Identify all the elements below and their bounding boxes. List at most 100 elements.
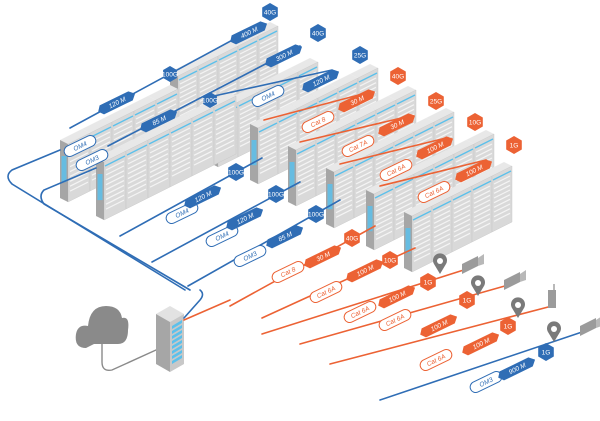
rack-top [210, 42, 238, 56]
rack-vent [473, 190, 491, 200]
rack-vent [375, 151, 393, 161]
rack-top [426, 150, 454, 164]
rack-vent [239, 119, 257, 129]
row-top-speed-hex: 25G [428, 92, 444, 110]
copper-trunk-4 [379, 159, 487, 187]
row-top-speed-hex: 1G [506, 136, 522, 154]
length-tag [265, 44, 303, 68]
rack-vent [219, 82, 237, 92]
rack-vent [259, 164, 277, 174]
rack-vent [297, 163, 315, 173]
speed-hexagon [506, 136, 522, 154]
rack-vent [135, 109, 155, 120]
rack-vent [127, 159, 147, 170]
switch-port [172, 320, 182, 329]
rack-vent [493, 194, 511, 204]
camera-icon [580, 317, 600, 336]
lock-glyph [551, 326, 557, 332]
rack-vent [279, 140, 297, 150]
rack-accent [214, 100, 236, 112]
copper-trunk-3 [339, 137, 447, 165]
edge-link-speed-hex: 1G [459, 291, 475, 309]
cloud-icon [75, 306, 129, 348]
rack-vent [91, 141, 111, 152]
rack-vent [259, 141, 277, 151]
rack-vent [413, 243, 431, 253]
rack-top [60, 129, 90, 144]
rack-vent [219, 64, 237, 74]
rack-vent [377, 114, 395, 124]
cloud-shape [75, 306, 129, 348]
cable-tag [75, 148, 109, 172]
rack-vent [493, 180, 511, 190]
rack-vent [193, 145, 213, 156]
length-tag [378, 285, 416, 309]
speed-label: 100G [308, 211, 324, 218]
speed-label: 1G [424, 279, 433, 286]
rack-vent [105, 189, 125, 200]
rack-top [308, 126, 336, 140]
rack-accent [412, 210, 432, 221]
rack-vent [171, 147, 191, 158]
rack-vent [355, 175, 373, 185]
rack-vent [297, 149, 315, 159]
rack-vent [219, 73, 237, 83]
rack-vent [395, 188, 413, 198]
row-speed-hex: 100G [202, 92, 218, 108]
rack-vent [279, 126, 297, 136]
speed-label: 1G [542, 349, 551, 356]
rack-vent [415, 136, 433, 146]
rack-accent [394, 178, 414, 189]
rack-accent [454, 148, 474, 159]
speed-hexagon [538, 343, 554, 361]
rack-vent [105, 180, 125, 191]
rack-vent [357, 128, 375, 138]
rack-vent [219, 55, 237, 65]
rack-vent [455, 176, 473, 186]
rack-vent [395, 183, 413, 193]
rack-top [466, 130, 494, 144]
rack-top [368, 96, 396, 110]
speed-label: 10G [384, 257, 396, 264]
rack-top [348, 106, 376, 120]
rack-vent [475, 166, 493, 176]
rack-vent [127, 183, 147, 194]
rack-vent [355, 161, 373, 171]
switch-port [172, 355, 182, 364]
speed-label: 100G [228, 169, 244, 176]
rack-vent [215, 110, 235, 121]
rack-vent [299, 130, 317, 140]
rack-vent [395, 202, 413, 212]
rack-vent [475, 143, 493, 153]
rack-vent [493, 212, 511, 222]
lower-link-speed-hex: 10G [382, 251, 398, 269]
rack-vent [355, 170, 373, 180]
rack-vent [239, 72, 257, 82]
rack-vent [127, 188, 147, 199]
edge-link-cable-tag: Cat 6A [419, 348, 453, 372]
rack-vent [473, 199, 491, 209]
rack-vent [179, 75, 197, 85]
rack-top [140, 125, 170, 140]
rack-accent [104, 155, 126, 167]
rack-vent [215, 134, 235, 145]
rack-vent [135, 114, 155, 125]
rack-vent [413, 234, 431, 244]
rack-vent [127, 164, 147, 175]
rack-accent [278, 112, 298, 123]
speed-hexagon [310, 24, 326, 42]
rack-accent [148, 133, 170, 145]
rack-accent [258, 122, 278, 133]
rack-end-accent [97, 174, 103, 201]
access-point-body [548, 290, 556, 308]
rack-accent [170, 122, 192, 134]
speed-label: 40G [346, 235, 358, 242]
rack-top [310, 84, 338, 98]
rack-vent [453, 214, 471, 224]
cable-tag [63, 134, 97, 158]
rack-vent [259, 35, 277, 45]
rack-vent [149, 167, 169, 178]
rack-vent [299, 76, 317, 86]
rack-top [190, 52, 218, 66]
